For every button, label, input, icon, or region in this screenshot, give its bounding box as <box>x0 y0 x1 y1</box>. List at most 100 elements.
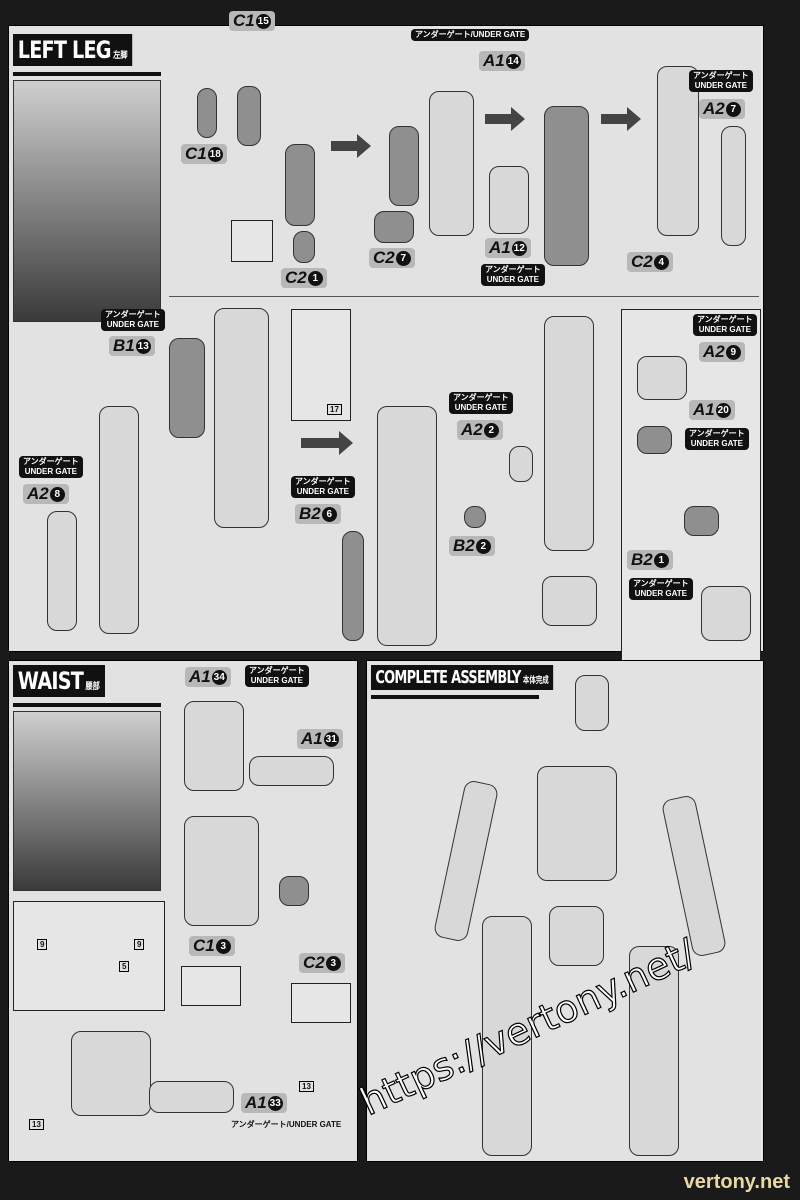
part-shape <box>544 316 594 551</box>
part-number: 18 <box>207 146 223 162</box>
part-number: 7 <box>395 250 411 266</box>
ug-jp: アンダーゲート <box>453 393 509 402</box>
part-shape <box>542 576 597 626</box>
runner: A2 <box>27 484 49 503</box>
arrow-icon <box>601 107 641 131</box>
part-shape <box>637 426 672 454</box>
runner: A1 <box>189 667 211 686</box>
part-shape <box>184 816 259 926</box>
part-shape <box>184 701 244 791</box>
runner: B2 <box>299 504 321 523</box>
part-number: 12 <box>511 240 527 256</box>
ug-en: UNDER GATE <box>486 275 539 284</box>
runner: A1 <box>483 51 505 70</box>
runner: A1 <box>693 400 715 419</box>
runner: A2 <box>703 99 725 118</box>
runner: C2 <box>285 268 307 287</box>
header-rule <box>13 703 161 707</box>
runner: C1 <box>193 936 215 955</box>
runner: B2 <box>631 550 653 569</box>
ug-text: アンダーゲート/UNDER GATE <box>415 30 526 39</box>
ug-en: UNDER GATE <box>698 325 751 334</box>
part-number: 7 <box>725 101 741 117</box>
part-shape <box>249 756 334 786</box>
page-ref: 13 <box>299 1081 314 1092</box>
part-shape <box>637 356 687 400</box>
title-jp: 左脚 <box>113 51 128 61</box>
part-shape <box>489 166 529 234</box>
detail-box <box>181 966 241 1006</box>
part-shape <box>544 106 589 266</box>
ug-en: UNDER GATE <box>24 467 77 476</box>
ug-jp: アンダーゲート <box>23 457 79 466</box>
ug-jp: アンダーゲート <box>633 579 689 588</box>
part-number: 6 <box>321 506 337 522</box>
page-ref: 13 <box>29 1119 44 1130</box>
runner: A1 <box>301 729 323 748</box>
header-rule <box>13 72 161 76</box>
part-shape <box>99 406 139 634</box>
part-number: 20 <box>715 402 731 418</box>
part-number: 2 <box>483 422 499 438</box>
reference-image <box>13 711 161 891</box>
part-shape <box>237 86 261 146</box>
title-text: LEFT LEG <box>17 36 112 64</box>
part-number: 9 <box>725 344 741 360</box>
title-text: WAIST <box>17 667 84 695</box>
part-number: 1 <box>653 552 669 568</box>
page-ref: 9 <box>134 939 145 950</box>
part-shape <box>342 531 364 641</box>
runner: B1 <box>113 336 135 355</box>
part-shape <box>389 126 419 206</box>
waist-shape <box>549 906 604 966</box>
title-jp: 腰部 <box>85 682 100 692</box>
runner: C2 <box>631 252 653 271</box>
part-number: 15 <box>255 13 271 29</box>
ug-en: UNDER GATE <box>454 403 507 412</box>
ug-jp: アンダーゲート <box>295 477 351 486</box>
ug-jp: アンダーゲート <box>485 265 541 274</box>
part-shape <box>169 338 205 438</box>
ug-en: UNDER GATE <box>694 81 747 90</box>
part-number: 14 <box>505 53 521 69</box>
leg-shape <box>629 946 679 1156</box>
ug-jp: アンダーゲート <box>105 310 161 319</box>
part-shape <box>657 66 699 236</box>
part-shape <box>214 308 269 528</box>
part-number: 8 <box>49 486 65 502</box>
title-jp: 本体完成 <box>522 676 549 686</box>
part-shape <box>721 126 746 246</box>
arrow-icon <box>301 431 353 455</box>
ug-jp: アンダーゲート <box>689 429 745 438</box>
runner: C2 <box>373 248 395 267</box>
runner: C2 <box>303 953 325 972</box>
ug-jp: アンダーゲート <box>249 666 305 675</box>
part-shape <box>47 511 77 631</box>
ug-en: UNDER GATE <box>250 676 303 685</box>
header-rule <box>371 695 539 699</box>
part-number: 3 <box>215 938 231 954</box>
head-shape <box>575 675 609 731</box>
page-ref: 9 <box>37 939 48 950</box>
part-number: 33 <box>267 1095 283 1111</box>
ug-en: UNDER GATE <box>690 439 743 448</box>
runner: A1 <box>245 1093 267 1112</box>
arm-shape <box>660 794 728 958</box>
detail-box <box>291 309 351 421</box>
